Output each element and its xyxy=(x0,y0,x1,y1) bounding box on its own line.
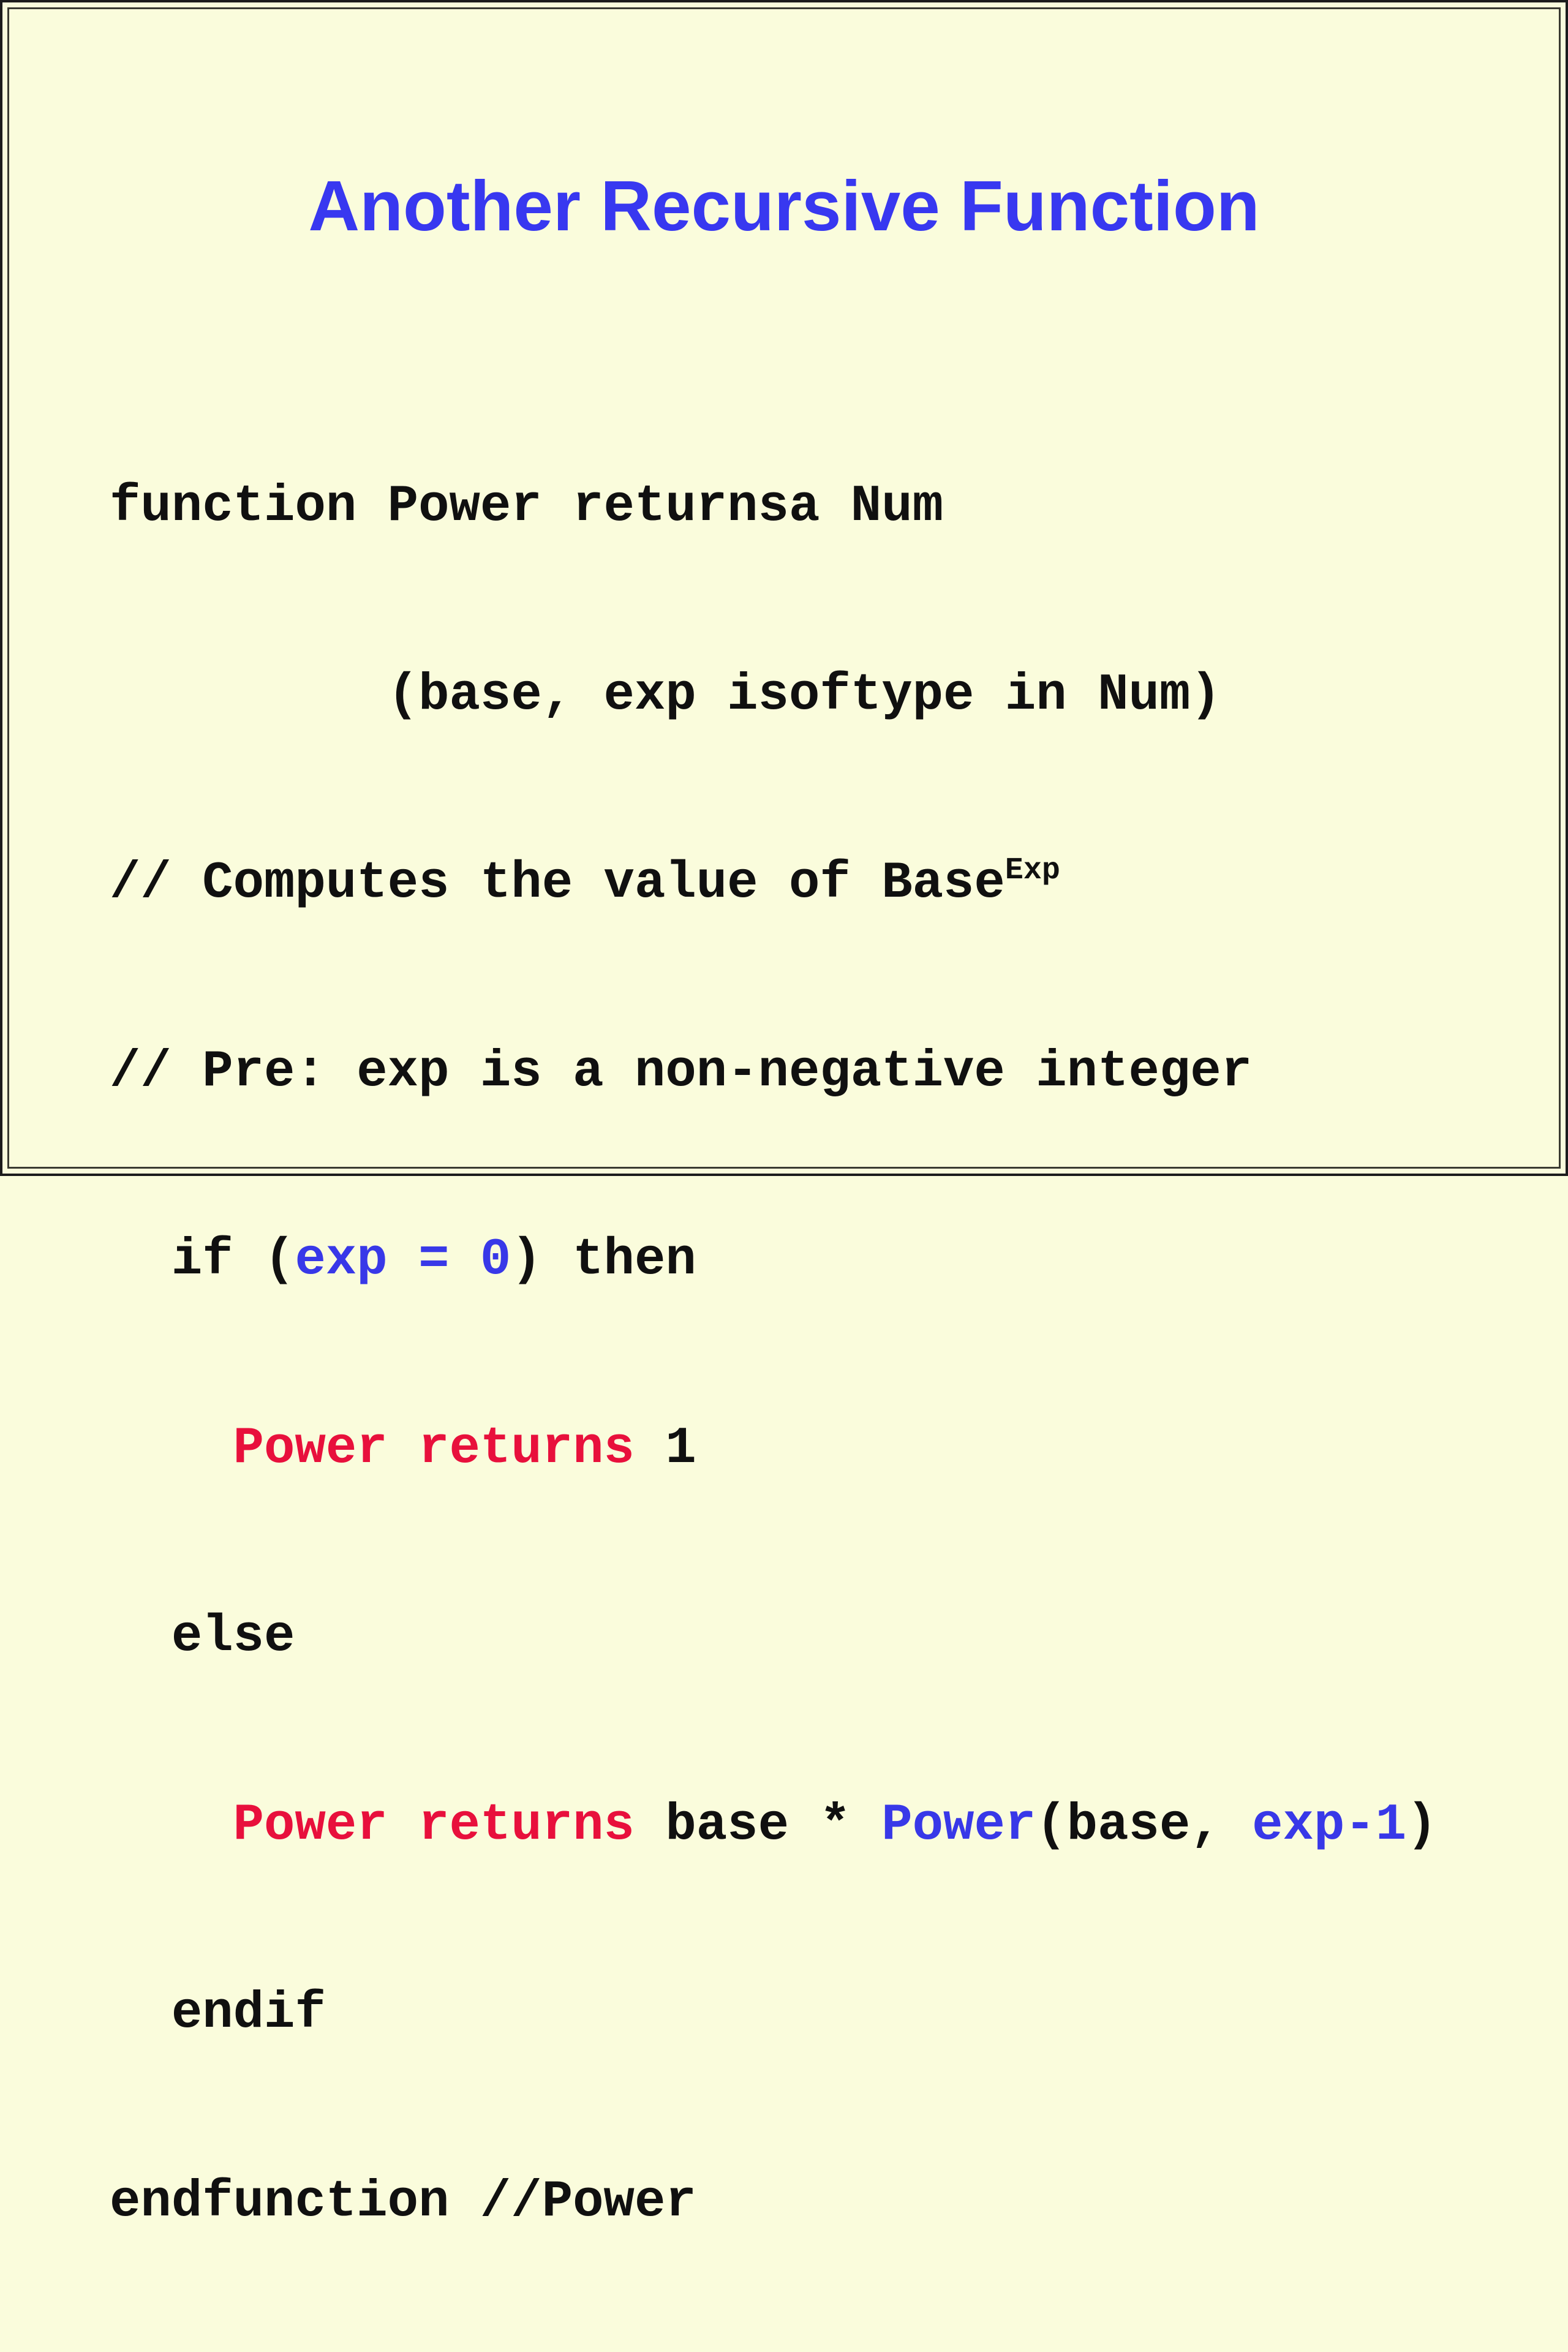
code-indent xyxy=(110,666,388,725)
code-block: function Power returnsa Num (base, exp i… xyxy=(110,350,1438,2352)
code-highlight-blue: exp = 0 xyxy=(295,1231,511,1289)
code-line-1: function Power returnsa Num xyxy=(110,476,1438,539)
exponent-superscript: Exp xyxy=(1005,853,1060,888)
code-indent xyxy=(110,1420,233,1478)
code-line-6: Power returns 1 xyxy=(110,1418,1438,1481)
code-line-3: // Computes the value of BaseExp xyxy=(110,853,1438,916)
code-highlight-red: Power returns xyxy=(233,1419,635,1478)
code-indent xyxy=(110,1796,233,1855)
code-line-4: // Pre: exp is a non-negative integer xyxy=(110,1041,1438,1104)
code-line-7: else xyxy=(110,1606,1438,1669)
code-text: else xyxy=(171,1608,295,1666)
code-text: (base, exp isoftype in Num) xyxy=(387,666,1221,725)
slide: Another Recursive Function function Powe… xyxy=(0,0,1568,2231)
code-text: if ( xyxy=(171,1231,295,1289)
code-indent xyxy=(110,1231,172,1289)
code-highlight-red: Power returns xyxy=(233,1796,635,1855)
code-indent xyxy=(110,1985,172,2043)
code-line-9: endif xyxy=(110,1983,1438,2046)
code-text: // Computes the value of Base xyxy=(110,854,1005,913)
code-text: endif xyxy=(171,1985,326,2043)
code-text: // Pre: exp is a non-negative integer xyxy=(110,1042,1253,1101)
code-text: endfunction //Power xyxy=(110,2173,696,2231)
code-line-2: (base, exp isoftype in Num) xyxy=(110,665,1438,728)
code-highlight-blue: exp-1 xyxy=(1252,1796,1407,1855)
code-text: 1 xyxy=(634,1419,696,1478)
code-text: (base, xyxy=(1036,1796,1253,1855)
code-text: ) xyxy=(1406,1796,1438,1855)
slide-title: Another Recursive Function xyxy=(308,166,1260,246)
code-line-5: if (exp = 0) then xyxy=(110,1229,1438,1292)
code-line-8: Power returns base * Power(base, exp-1) xyxy=(110,1795,1438,1858)
code-line-10: endfunction //Power xyxy=(110,2171,1438,2234)
code-indent xyxy=(110,1608,172,1666)
code-text: base * xyxy=(634,1796,882,1855)
code-highlight-blue: Power xyxy=(881,1796,1036,1855)
code-text: function Power returnsa Num xyxy=(110,478,944,536)
code-text: ) then xyxy=(511,1231,696,1289)
